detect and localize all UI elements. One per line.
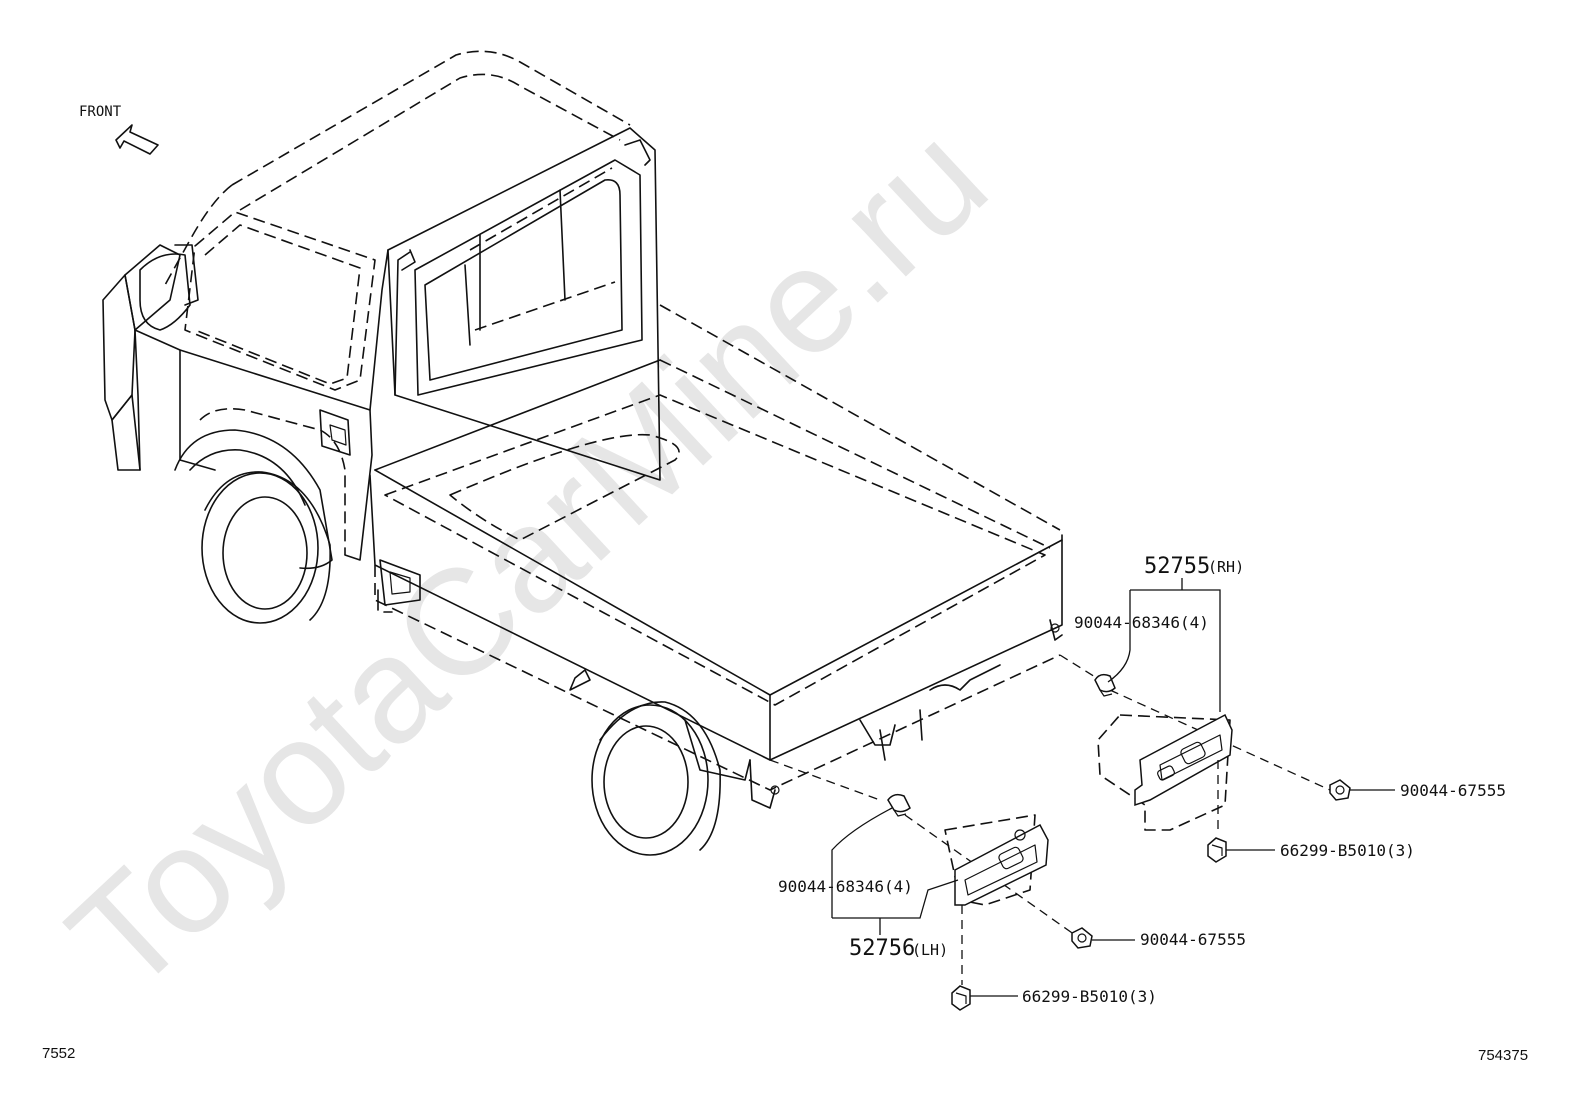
part-52756: 52756 — [849, 936, 915, 961]
front-arrow-icon — [115, 124, 159, 155]
part-clip-rh: 90044-68346(4) — [1074, 613, 1209, 632]
part-52755: 52755 — [1144, 554, 1210, 579]
clip-rh-icon — [1094, 673, 1116, 697]
mudguard-rh-assembly — [1059, 578, 1395, 863]
part-screw-rh: 90044-67555 — [1400, 781, 1506, 800]
part-bolt-rh: 66299-B5010(3) — [1280, 841, 1415, 860]
diagram-id-right: 754375 — [1478, 1047, 1528, 1064]
part-clip-lh: 90044-68346(4) — [778, 877, 913, 896]
bolt-rh-icon — [1207, 837, 1227, 863]
truck-outline — [102, 50, 1063, 856]
part-screw-lh: 90044-67555 — [1140, 930, 1246, 949]
part-bolt-lh: 66299-B5010(3) — [1022, 987, 1157, 1006]
mudguard-lh-assembly — [769, 759, 1135, 1011]
diagram-id-left: 7552 — [42, 1045, 75, 1062]
mudguard-lh — [954, 823, 1049, 906]
bolt-lh-icon — [951, 985, 971, 1011]
clip-lh-icon — [887, 793, 911, 817]
part-52755-side: (RH) — [1208, 558, 1244, 576]
front-indicator: FRONT — [79, 104, 159, 155]
part-52756-side: (LH) — [912, 941, 948, 959]
screw-rh-icon — [1329, 779, 1351, 801]
screw-lh-icon — [1071, 927, 1093, 949]
mudguard-rh — [1134, 713, 1233, 807]
front-label: FRONT — [79, 104, 122, 120]
